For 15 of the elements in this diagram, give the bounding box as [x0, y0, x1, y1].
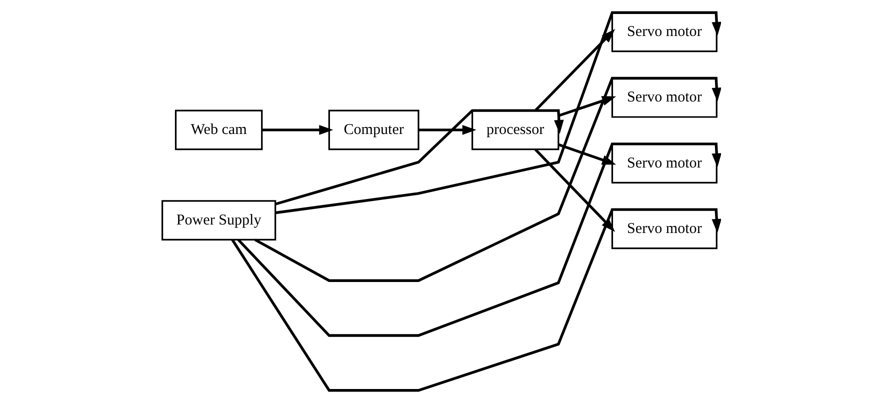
- node-box: Power Supply: [162, 200, 276, 241]
- arrow: [262, 125, 334, 135]
- node-box: Web cam: [174, 110, 263, 150]
- arrow: [558, 143, 616, 165]
- arrow: [237, 142, 721, 337]
- arrow: [254, 76, 721, 282]
- arrow: [558, 96, 616, 118]
- arrow: [275, 109, 564, 206]
- arrow: [231, 208, 721, 392]
- node-box: processor: [472, 110, 560, 150]
- arrow: [276, 11, 721, 214]
- arrow: [534, 148, 616, 232]
- arrow: [418, 125, 476, 135]
- node-box: Computer: [328, 110, 420, 150]
- arrow: [534, 29, 616, 112]
